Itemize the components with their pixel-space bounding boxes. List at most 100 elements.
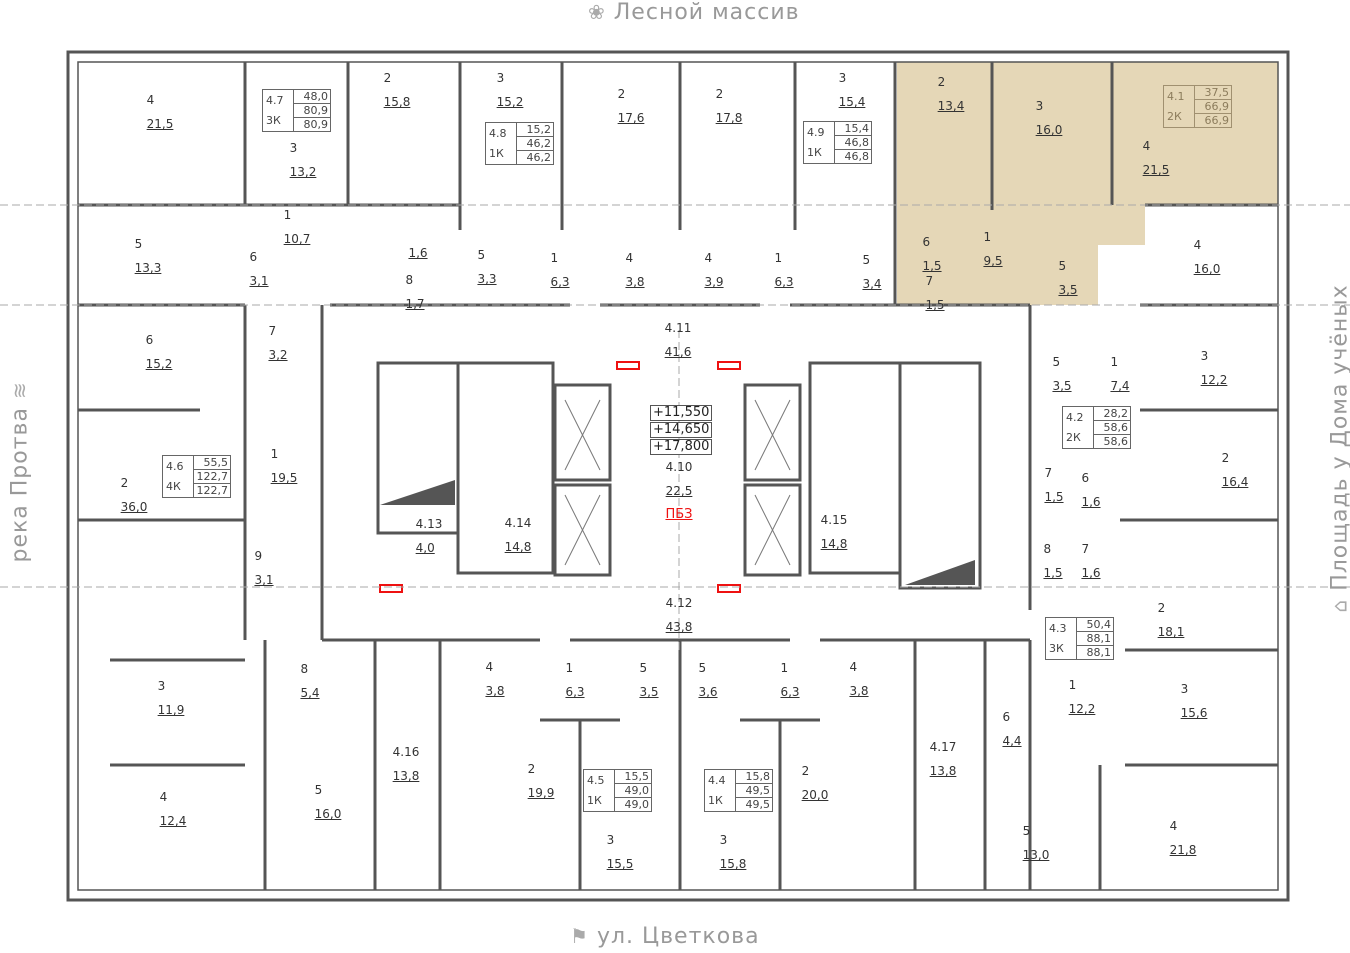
room-number: 9	[254, 549, 263, 563]
apartment-number: 4.9	[807, 125, 825, 139]
north-label: Лесной массив	[613, 0, 800, 25]
elevation-mark: +11,550	[650, 405, 713, 421]
forest-icon: ❀	[588, 0, 606, 24]
room-area: 3,3	[477, 272, 497, 286]
room-area: 18,1	[1157, 625, 1185, 639]
room-area: 4,0	[415, 541, 435, 555]
room-area: 6,3	[550, 275, 570, 289]
room-number: 7	[1081, 542, 1090, 556]
room-area: 1,5	[925, 298, 945, 312]
room-area: 16,0	[1035, 123, 1063, 137]
room-area: 43,8	[665, 620, 693, 634]
room-area: 10,7	[283, 232, 311, 246]
apartment-type: 2К	[1167, 110, 1182, 124]
room-label: 1,6	[408, 236, 427, 260]
total-area: 46,8	[835, 136, 871, 150]
room-number: 7	[268, 324, 277, 338]
fire-box	[379, 584, 403, 593]
room-area: 1,7	[405, 297, 425, 311]
apartment-number: 4.2	[1066, 410, 1084, 424]
room-area: 3,8	[485, 684, 505, 698]
room-area: 9,5	[983, 254, 1003, 268]
room-number: 6	[922, 235, 931, 249]
fire-box	[717, 361, 741, 370]
room-number: 5	[1022, 824, 1031, 838]
elevation-marks: +11,550 +14,650 +17,800	[650, 405, 713, 456]
apartment-number: 4.5	[587, 773, 605, 787]
room-number: 8	[300, 662, 309, 676]
room-area: 14,8	[504, 540, 532, 554]
room-area: 13,4	[937, 99, 965, 113]
living-area: 48,0	[294, 90, 330, 104]
elevation-mark: +14,650	[650, 422, 713, 438]
room-number: 4.13	[415, 517, 443, 531]
room-number: 5	[314, 783, 323, 797]
room-area: 15,6	[1180, 706, 1208, 720]
room-area: 19,5	[270, 471, 298, 485]
room-number: 2	[1221, 451, 1230, 465]
room-area: 13,2	[289, 165, 317, 179]
room-area: 3,5	[1058, 283, 1078, 297]
room-number: 4.14	[504, 516, 532, 530]
room-area: 3,9	[704, 275, 724, 289]
stair-shade	[905, 560, 975, 585]
room-area: 16,4	[1221, 475, 1249, 489]
apartment-number: 4.3	[1049, 621, 1067, 635]
total-area-with-balcony: 80,9	[303, 118, 329, 131]
elevation-mark: +17,800	[650, 439, 713, 455]
room-area: 13,3	[134, 261, 162, 275]
room-number: 6	[249, 250, 258, 264]
fire-box	[616, 361, 640, 370]
room-number: 8	[405, 273, 414, 287]
room-area: 20,0	[801, 788, 829, 802]
total-area-with-balcony: 88,1	[1086, 646, 1112, 659]
room-area: 5,4	[300, 686, 320, 700]
room-area: 15,2	[145, 357, 173, 371]
room-number: 3	[1200, 349, 1209, 363]
room-area: 6,3	[774, 275, 794, 289]
room-number: 4	[704, 251, 713, 265]
living-area: 55,5	[194, 456, 230, 470]
room-number: 2	[383, 71, 392, 85]
apartment-number: 4.1	[1167, 89, 1185, 103]
total-area-with-balcony: 58,6	[1103, 435, 1129, 448]
room-area: 41,6	[664, 345, 692, 359]
fire-box	[717, 584, 741, 593]
room-number: 3	[1180, 682, 1189, 696]
room-number: 4	[159, 790, 168, 804]
total-area-with-balcony: 49,0	[624, 798, 650, 811]
room-area: 12,2	[1200, 373, 1228, 387]
room-area: 3,8	[625, 275, 645, 289]
direction-south: ⚑ ул. Цветкова	[570, 924, 760, 949]
apartment-type: 2К	[1066, 431, 1081, 445]
room-area: 6,3	[780, 685, 800, 699]
room-number: 2	[1157, 601, 1166, 615]
